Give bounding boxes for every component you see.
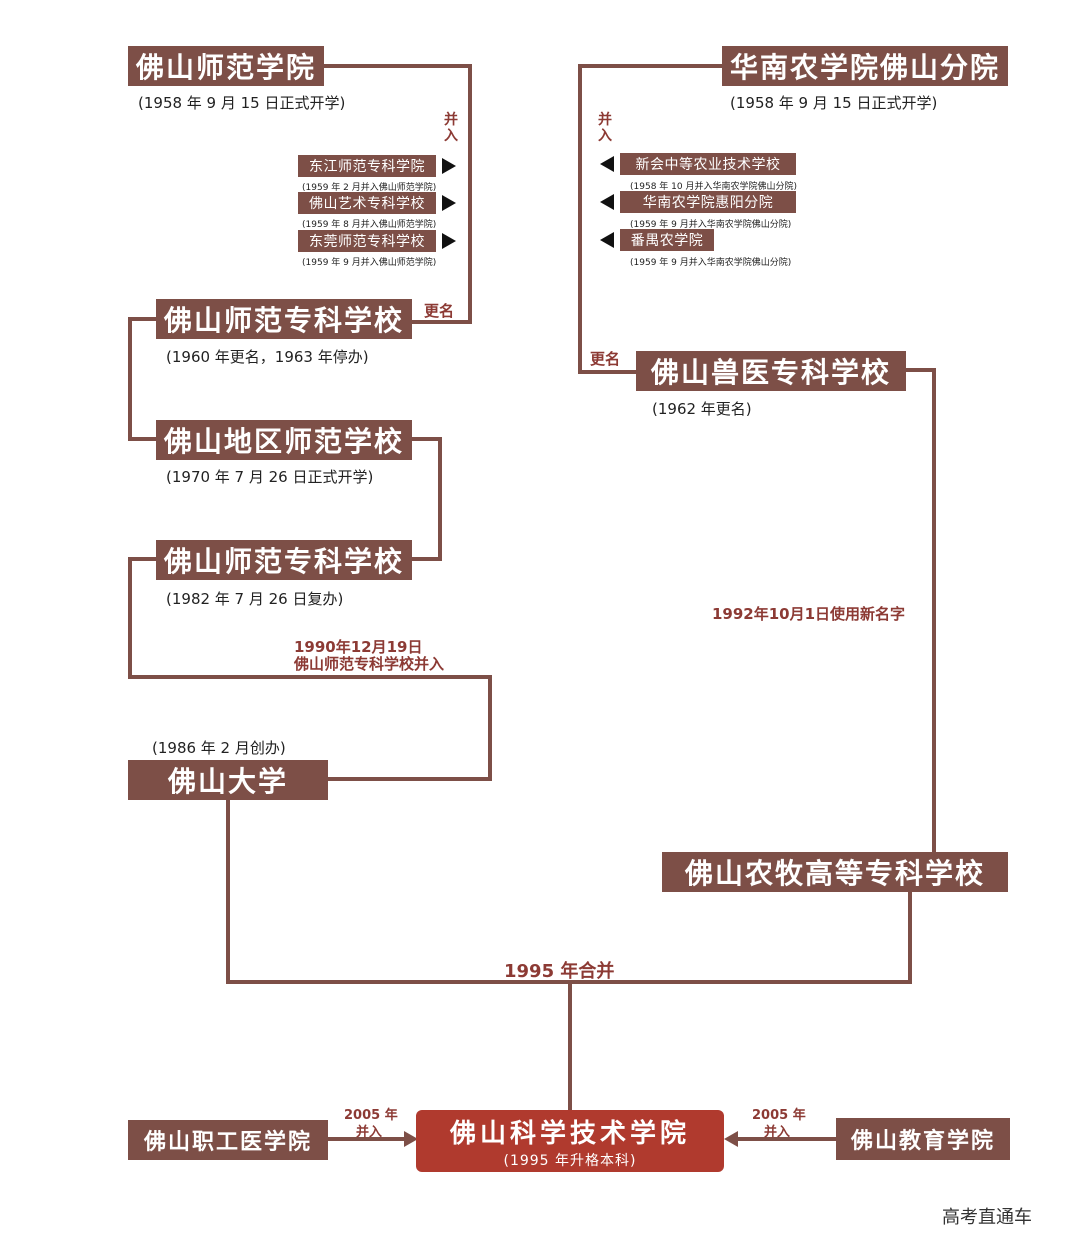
right-college2-date-note: (1962 年更名) xyxy=(652,400,752,418)
school-foshan-district-normal: 佛山地区师范学校 xyxy=(156,420,412,460)
school-foshan-veterinary: 佛山兽医专科学校 xyxy=(636,351,906,391)
merge-1990-desc: 佛山师范专科学校并入 xyxy=(294,655,445,673)
right-merge-label: 并入 xyxy=(598,112,612,144)
merged-school-panyu: 番禺农学院 xyxy=(620,229,714,251)
arrow-left-icon xyxy=(600,194,614,210)
school-scau-foshan-branch: 华南农学院佛山分院 xyxy=(722,46,1008,86)
college4-date-note: (1982 年 7 月 26 日复办) xyxy=(166,590,344,608)
merged-note: (1959 年 8 月并入佛山师范学院) xyxy=(302,220,437,230)
connector-line xyxy=(736,1137,836,1141)
right-2005-year: 2005 年 xyxy=(752,1108,806,1123)
arrow-right-icon xyxy=(442,233,456,249)
university-date-note: (1986 年 2 月创办) xyxy=(152,739,286,757)
merged-note: (1958 年 10 月并入华南农学院佛山分院) xyxy=(630,182,797,192)
merge-1995-label: 1995 年合并 xyxy=(504,961,615,982)
left-merge-label: 并入 xyxy=(444,112,458,144)
connector-line xyxy=(326,1137,406,1141)
connector-line xyxy=(410,437,442,441)
arrow-right-icon xyxy=(442,158,456,174)
merged-note: (1959 年 2 月并入佛山师范学院) xyxy=(302,183,437,193)
connector-line xyxy=(578,64,726,68)
connector-line xyxy=(128,557,160,561)
school-foshan-university: 佛山大学 xyxy=(128,760,328,800)
school-foshan-normal-college: 佛山师范学院 xyxy=(128,46,324,86)
connector-line xyxy=(578,370,638,374)
rename-1992-label: 1992年10月1日使用新名字 xyxy=(712,605,906,623)
right-2005-action: 并入 xyxy=(764,1125,791,1140)
merged-school-dongguan: 东莞师范专科学校 xyxy=(298,230,436,252)
right-college1-date-note: (1958 年 9 月 15 日正式开学) xyxy=(730,94,938,112)
connector-line xyxy=(410,557,442,561)
arrow-left-icon xyxy=(600,232,614,248)
final-school-box: 佛山科学技术学院 (1995 年升格本科) xyxy=(416,1110,724,1172)
connector-line xyxy=(128,317,160,321)
connector-line xyxy=(578,64,582,374)
connector-line xyxy=(488,675,492,781)
connector-line xyxy=(904,368,936,372)
merged-school-foshan-art: 佛山艺术专科学校 xyxy=(298,192,436,214)
connector-line xyxy=(128,437,160,441)
right-rename-label: 更名 xyxy=(590,350,621,368)
school-foshan-staff-medical: 佛山职工医学院 xyxy=(128,1120,328,1160)
merged-note: (1959 年 9 月并入华南农学院佛山分院) xyxy=(630,220,792,230)
left-rename-label: 更名 xyxy=(424,302,455,320)
connector-line xyxy=(410,320,472,324)
arrow-left-icon xyxy=(724,1131,738,1147)
arrow-left-icon xyxy=(600,156,614,172)
watermark-text: 高考直通车 xyxy=(942,1207,1032,1228)
merged-school-xinhui: 新会中等农业技术学校 xyxy=(620,153,796,175)
left-2005-action: 并入 xyxy=(356,1125,383,1140)
merge-1990-date: 1990年12月19日 xyxy=(294,638,423,656)
school-foshan-agri-husbandry: 佛山农牧高等专科学校 xyxy=(662,852,1008,892)
connector-line xyxy=(438,437,442,561)
merged-school-huiyang: 华南农学院惠阳分院 xyxy=(620,191,796,213)
school-foshan-normal-junior-1960: 佛山师范专科学校 xyxy=(156,299,412,339)
arrow-right-icon xyxy=(404,1131,418,1147)
connector-line xyxy=(128,317,132,441)
college3-date-note: (1970 年 7 月 26 日正式开学) xyxy=(166,468,374,486)
connector-line xyxy=(568,980,572,1112)
final-school-note: (1995 年升格本科) xyxy=(503,1152,637,1169)
arrow-right-icon xyxy=(442,195,456,211)
connector-line xyxy=(128,557,132,679)
connector-line xyxy=(468,64,472,324)
school-foshan-education-college: 佛山教育学院 xyxy=(836,1118,1010,1160)
merged-note: (1959 年 9 月并入佛山师范学院) xyxy=(302,258,437,268)
merged-school-dongjiang: 东江师范专科学院 xyxy=(298,155,436,177)
connector-line xyxy=(932,368,936,854)
merged-note: (1959 年 9 月并入华南农学院佛山分院) xyxy=(630,258,792,268)
school-foshan-normal-junior-1982: 佛山师范专科学校 xyxy=(156,540,412,580)
left-2005-year: 2005 年 xyxy=(344,1108,398,1123)
connector-line xyxy=(908,890,912,984)
college1-date-note: (1958 年 9 月 15 日正式开学) xyxy=(138,94,346,112)
college2-date-note: (1960 年更名，1963 年停办) xyxy=(166,348,369,366)
connector-line xyxy=(226,798,230,984)
connector-line xyxy=(326,777,492,781)
connector-line xyxy=(322,64,472,68)
connector-line xyxy=(128,675,492,679)
final-school-name: 佛山科学技术学院 xyxy=(449,1118,690,1149)
